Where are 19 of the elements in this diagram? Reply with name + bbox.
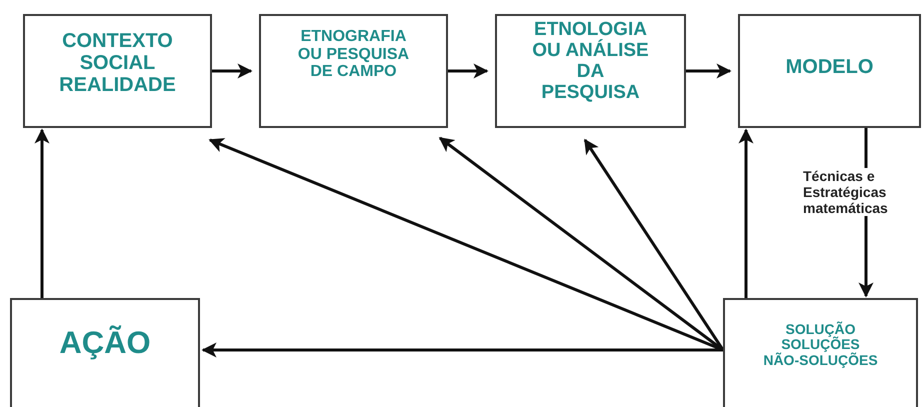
process-box — [723, 298, 918, 407]
process-box — [10, 298, 200, 407]
arrow — [212, 64, 252, 78]
box-label: MODELO — [786, 56, 874, 80]
box-label: SOLUÇÃO SOLUÇÕES NÃO-SOLUÇÕES — [762, 322, 878, 370]
process-box — [738, 14, 921, 128]
box-label: AÇÃO — [59, 326, 151, 362]
arrow — [448, 64, 488, 78]
arrow — [686, 64, 732, 78]
arrow — [738, 128, 754, 298]
box-label: CONTEXTO SOCIAL REALIDADE — [58, 30, 177, 98]
arrow — [202, 342, 723, 358]
process-box — [495, 14, 686, 128]
process-box — [259, 14, 448, 128]
process-box — [23, 14, 212, 128]
arrow — [34, 128, 50, 298]
box-label: ETNOGRAFIA OU PESQUISA DE CAMPO — [296, 28, 410, 82]
box-label: ETNOLOGIA OU ANÁLISE DA PESQUISA — [531, 20, 650, 105]
arrow — [584, 138, 724, 351]
